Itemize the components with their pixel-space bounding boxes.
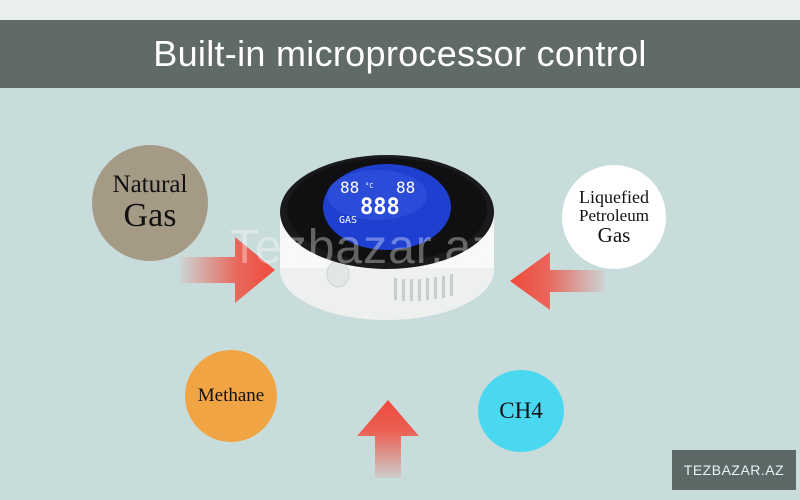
natural-gas-line2: Gas <box>123 197 177 235</box>
lpg-bubble: Liquefied Petroleum Gas <box>562 165 666 269</box>
bottom-arrow-icon <box>357 400 419 478</box>
lpg-line1: Liquefied <box>579 186 649 207</box>
right-arrow-icon <box>510 252 605 310</box>
lcd-display: 88 °C 88 888 GAS <box>330 178 448 238</box>
natural-gas-line1: Natural <box>112 171 188 199</box>
left-arrow-icon <box>180 237 275 303</box>
ch4-bubble: CH4 <box>478 370 564 452</box>
gas-detector-device <box>280 155 494 320</box>
lpg-line3: Gas <box>597 223 631 248</box>
banner-title: Built-in microprocessor control <box>153 33 647 74</box>
lpg-line2: Petroleum <box>579 205 649 225</box>
lcd-unit-c: °C <box>365 182 374 190</box>
lcd-top-right-value: 88 <box>396 178 416 197</box>
lcd-main-value: 888 <box>360 195 400 220</box>
top-strip <box>0 0 800 20</box>
methane-bubble: Methane <box>185 350 277 442</box>
watermark: Tezbazar.az <box>230 221 498 274</box>
banner: Built-in microprocessor control <box>0 20 800 88</box>
site-badge-text: TEZBAZAR.AZ <box>683 462 785 478</box>
methane-label: Methane <box>197 385 265 407</box>
lcd-gas-label: GAS <box>339 215 358 226</box>
ch4-label: CH4 <box>499 397 543 423</box>
site-badge: TEZBAZAR.AZ <box>672 450 796 490</box>
lcd-top-left-value: 88 <box>340 178 360 197</box>
natural-gas-bubble: Natural Gas <box>92 145 208 261</box>
